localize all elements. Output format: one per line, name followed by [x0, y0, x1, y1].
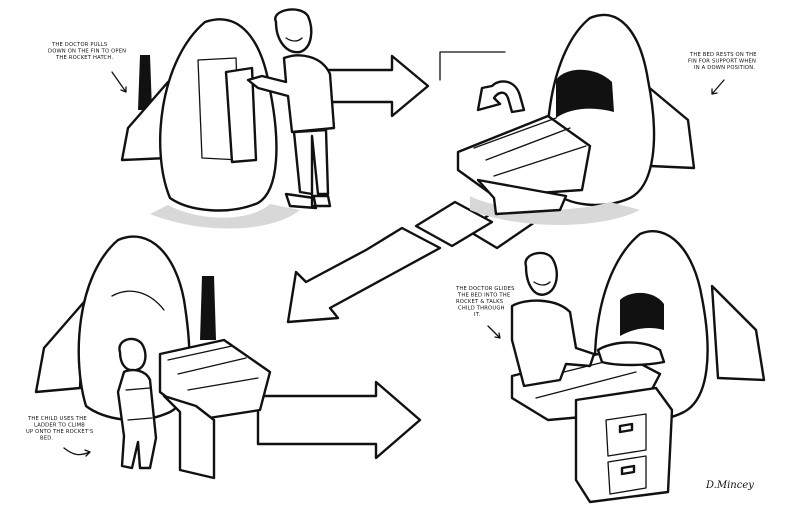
artist-signature: D.Mincey — [705, 480, 754, 491]
arrow-right-bottom — [256, 380, 422, 460]
rotate-arrow-icon — [476, 80, 526, 114]
cart — [574, 386, 674, 504]
doctor — [246, 8, 336, 210]
child — [116, 337, 158, 470]
rocket — [456, 13, 696, 225]
rocket — [120, 18, 300, 229]
rocket — [34, 235, 272, 480]
doctor — [510, 251, 596, 388]
